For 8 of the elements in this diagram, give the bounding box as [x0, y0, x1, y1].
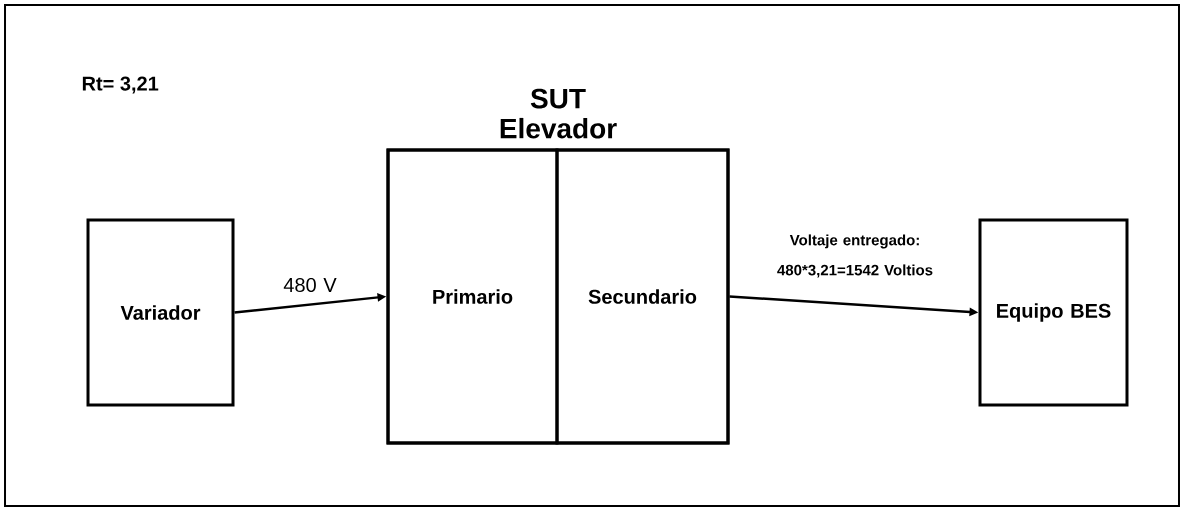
block: Variador [86, 218, 235, 407]
edge-label: 480 V [283, 277, 337, 293]
block: Equipo BES [978, 218, 1129, 407]
ratio-label: Rt= 3,21 [82, 76, 159, 94]
node-label: SUT Elevador [500, 88, 617, 139]
edge-label: Voltaje entregado: 480*3,21=1542 Voltios [777, 234, 933, 278]
winding-box: Secundario [555, 148, 730, 445]
winding-box: Primario [386, 148, 559, 445]
